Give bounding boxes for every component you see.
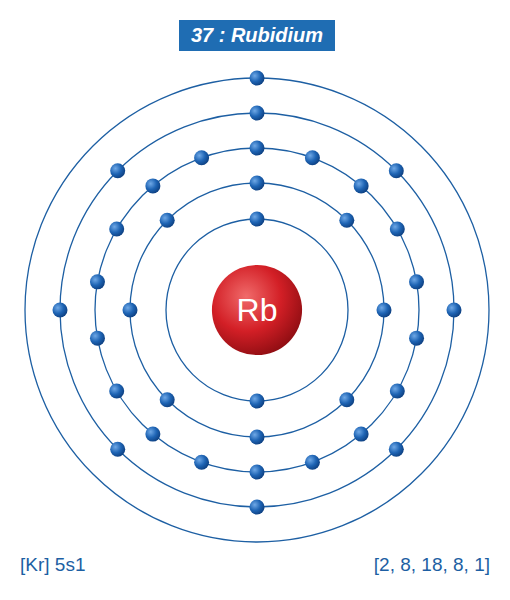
electron [409, 331, 424, 346]
electron [389, 163, 404, 178]
orbit-ring [130, 183, 384, 437]
electron [409, 274, 424, 289]
electron [109, 384, 124, 399]
electron [53, 303, 68, 318]
electron [145, 427, 160, 442]
electron [250, 465, 265, 480]
title-banner: 37 : Rubidium [179, 20, 335, 51]
electron [377, 303, 392, 318]
electron [447, 303, 462, 318]
electron [110, 163, 125, 178]
electron [354, 427, 369, 442]
electron [194, 150, 209, 165]
electron [90, 331, 105, 346]
electron [389, 442, 404, 457]
electron-shells [25, 78, 489, 542]
nucleus: Rb [211, 264, 303, 356]
electron [110, 442, 125, 457]
electron [123, 303, 138, 318]
nucleus-circle [212, 265, 302, 355]
electron [250, 212, 265, 227]
electron [160, 213, 175, 228]
electron [250, 106, 265, 121]
electron [194, 455, 209, 470]
orbit-ring [166, 219, 348, 401]
electron [250, 430, 265, 445]
electron [90, 274, 105, 289]
electron [305, 455, 320, 470]
electron [305, 150, 320, 165]
electron [250, 141, 265, 156]
electron [145, 178, 160, 193]
orbit-ring [95, 148, 419, 472]
electron [250, 176, 265, 191]
configuration-label: [Kr] 5s1 [20, 554, 85, 576]
element-symbol: Rb [237, 292, 278, 329]
electron [339, 213, 354, 228]
electron [109, 222, 124, 237]
electron [339, 392, 354, 407]
electron [390, 222, 405, 237]
orbit-ring [60, 113, 454, 507]
configuration-label: [2, 8, 18, 8, 1] [374, 554, 490, 576]
electron [250, 394, 265, 409]
electron [250, 71, 265, 86]
electron [250, 500, 265, 515]
electron [354, 178, 369, 193]
electrons [53, 71, 462, 515]
electron [390, 384, 405, 399]
electron [160, 392, 175, 407]
orbit-ring [25, 78, 489, 542]
